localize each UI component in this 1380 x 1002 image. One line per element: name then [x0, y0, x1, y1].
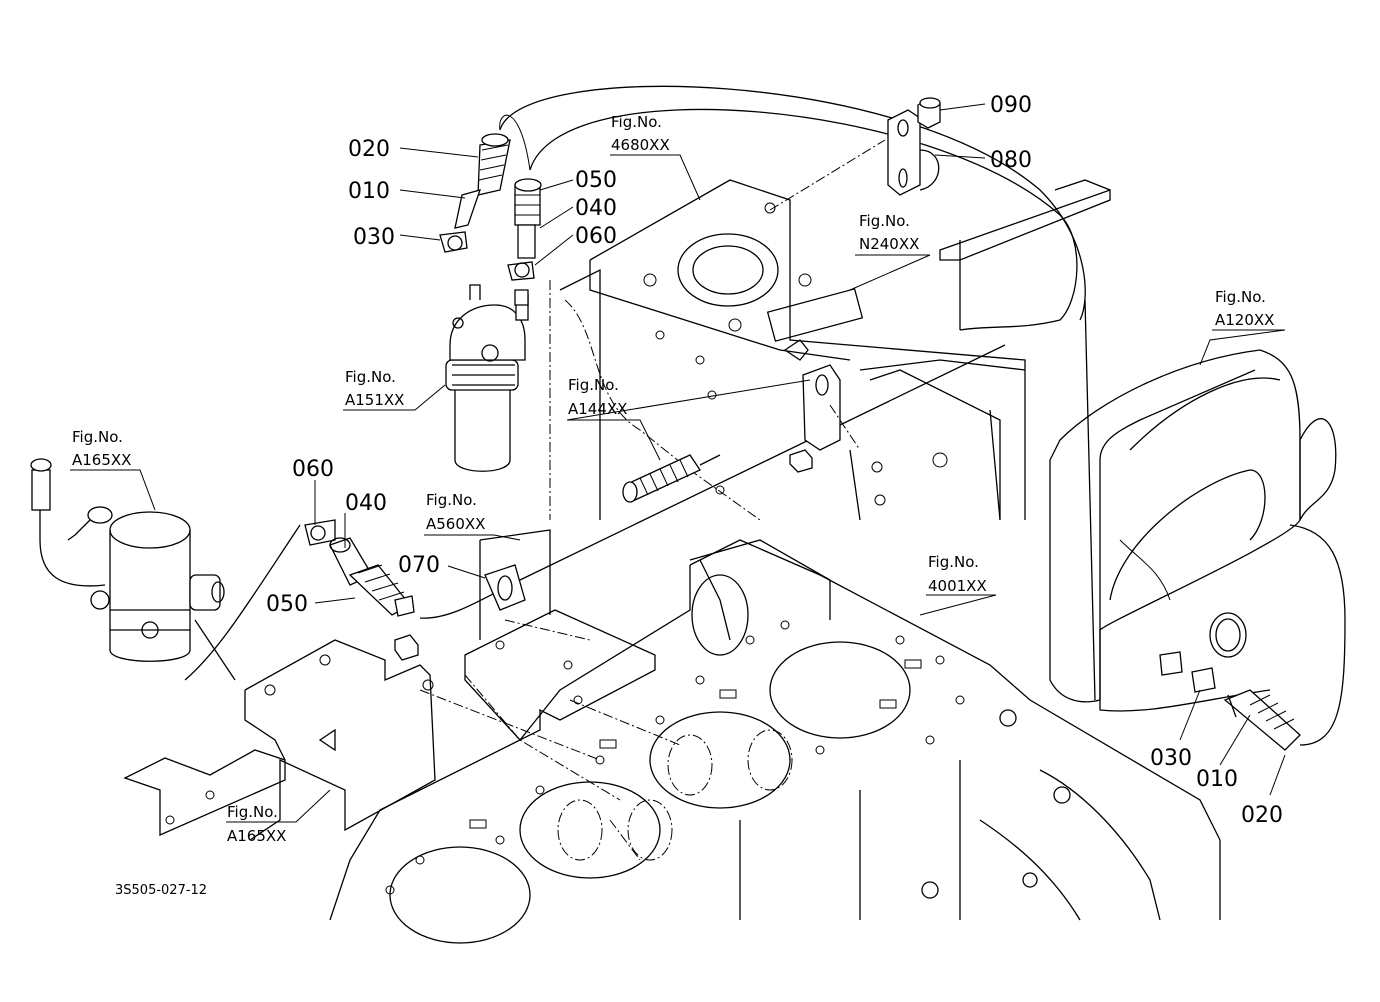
label-030-right: 030: [1150, 746, 1192, 771]
svg-text:A144XX: A144XX: [568, 400, 627, 418]
fuel-hose-lines: [184, 85, 1346, 746]
fuel-filter: [445, 284, 529, 472]
bolts: [394, 449, 1301, 751]
figref-a165xx-bottom: Fig.No. A165XX: [227, 803, 286, 845]
label-050-mid: 050: [266, 592, 308, 617]
figref-a560xx: Fig.No. A560XX: [426, 491, 485, 533]
drawing-code: 3S505-027-12: [115, 883, 207, 898]
pump-bracket: [123, 639, 436, 841]
figref-n240xx: Fig.No. N240XX: [859, 212, 919, 253]
top-hose-assembly: [439, 114, 542, 306]
gasket-holes: [385, 620, 965, 895]
svg-text:Fig.No.: Fig.No.: [72, 428, 123, 446]
label-060-top: 060: [575, 224, 617, 249]
svg-text:Fig.No.: Fig.No.: [227, 803, 278, 821]
svg-text:A165XX: A165XX: [227, 827, 286, 845]
figure-reference-labels: Fig.No. 4680XX Fig.No. N240XX Fig.No. A1…: [72, 113, 1274, 845]
svg-text:N240XX: N240XX: [859, 235, 919, 253]
svg-text:A560XX: A560XX: [426, 515, 485, 533]
figref-a144xx: Fig.No. A144XX: [568, 376, 627, 418]
figref-a151xx: Fig.No. A151XX: [345, 368, 404, 409]
svg-text:4001XX: 4001XX: [928, 577, 987, 595]
svg-text:A165XX: A165XX: [72, 451, 131, 469]
svg-text:Fig.No.: Fig.No.: [859, 212, 910, 230]
cylinder-block: [329, 539, 1221, 944]
label-010-right: 010: [1196, 767, 1238, 792]
figref-4680xx: Fig.No. 4680XX: [611, 113, 670, 154]
label-030-top: 030: [353, 225, 395, 250]
svg-text:A151XX: A151XX: [345, 391, 404, 409]
middle-hose-assembly: [304, 519, 415, 617]
figref-4001xx: Fig.No. 4001XX: [928, 553, 987, 595]
label-080: 080: [990, 148, 1032, 173]
rod-bracket: [783, 339, 841, 451]
label-020-top: 020: [348, 137, 390, 162]
clip-bracket: [887, 97, 941, 196]
label-010-top: 010: [348, 179, 390, 204]
svg-text:Fig.No.: Fig.No.: [426, 491, 477, 509]
svg-text:Fig.No.: Fig.No.: [611, 113, 662, 131]
label-040-top: 040: [575, 196, 617, 221]
svg-text:Fig.No.: Fig.No.: [928, 553, 979, 571]
svg-text:Fig.No.: Fig.No.: [345, 368, 396, 386]
label-020-right: 020: [1241, 803, 1283, 828]
fuel-pump: [30, 458, 236, 681]
label-040-mid: 040: [345, 491, 387, 516]
figref-a165xx-top: Fig.No. A165XX: [72, 428, 131, 469]
part-number-labels: 020 010 030 050 040 060 090 080 060 040 …: [266, 93, 1283, 828]
svg-text:Fig.No.: Fig.No.: [568, 376, 619, 394]
label-090: 090: [990, 93, 1032, 118]
upper-frame: [549, 179, 1111, 521]
label-070: 070: [398, 553, 440, 578]
svg-text:A120XX: A120XX: [1215, 311, 1274, 329]
fuel-tank: [1049, 349, 1337, 712]
leader-lines: [70, 103, 1286, 861]
figref-a120xx: Fig.No. A120XX: [1215, 288, 1274, 329]
label-060-mid: 060: [292, 457, 334, 482]
upper-spring: [622, 454, 721, 503]
svg-text:4680XX: 4680XX: [611, 136, 670, 154]
svg-text:Fig.No.: Fig.No.: [1215, 288, 1266, 306]
label-050-top: 050: [575, 168, 617, 193]
